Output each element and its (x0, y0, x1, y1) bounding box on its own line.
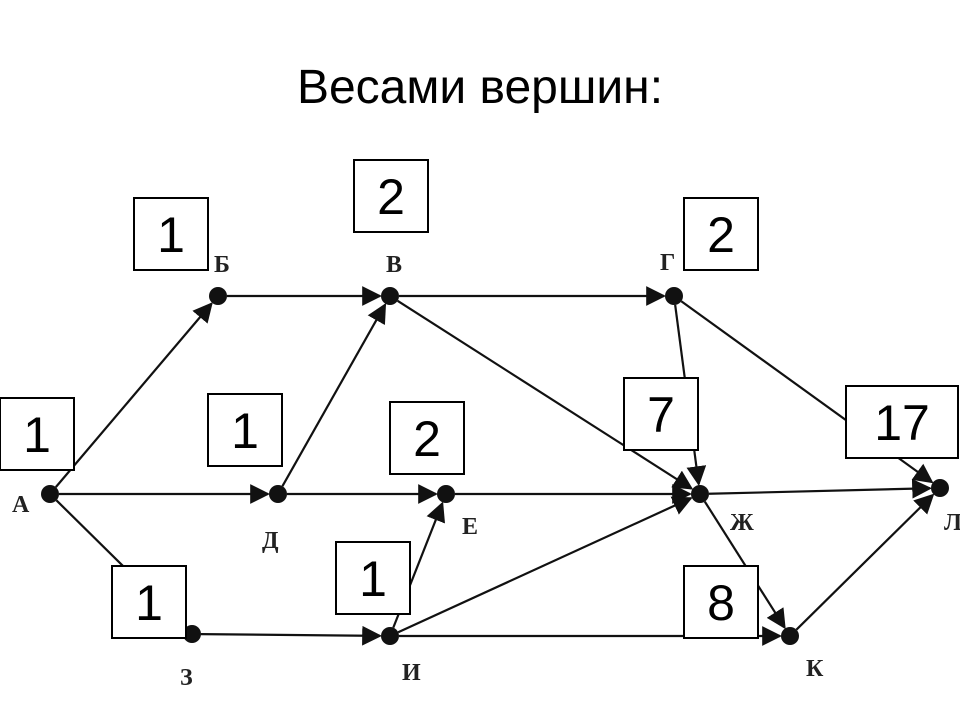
weight-value-K: 8 (707, 575, 735, 631)
node-label-Z: З (180, 665, 193, 691)
weight-value-L: 17 (874, 395, 930, 451)
edge-A-B (54, 302, 213, 488)
weight-value-B: 1 (157, 207, 185, 263)
weight-value-E: 2 (413, 411, 441, 467)
node-label-L: Л (944, 510, 960, 536)
edge-V-Zh (396, 299, 694, 490)
weight-box-A (0, 397, 75, 471)
weight-value-G: 2 (707, 207, 735, 263)
edge-Z-I (200, 625, 382, 646)
node-I (381, 627, 399, 645)
weight-value-A: 1 (23, 407, 51, 463)
slide-title: Весами вершин: (296, 61, 664, 114)
node-label-A: А (12, 492, 30, 518)
node-L (931, 479, 949, 497)
weight-value-Zh: 7 (647, 387, 675, 443)
node-label-V: В (386, 252, 402, 278)
node-D (269, 485, 287, 503)
weight-box-G (683, 197, 759, 271)
weight-value-Z: 1 (135, 575, 163, 631)
node-A (41, 485, 59, 503)
weight-value-D: 1 (231, 403, 259, 459)
node-label-E: Е (462, 514, 478, 540)
edge-Zh-K (703, 501, 786, 630)
node-K (781, 627, 799, 645)
weight-box-L (845, 385, 959, 459)
weight-box-Z (111, 565, 187, 639)
nodes-layer: А Б В Г Д Е Ж Л З И К (12, 250, 960, 691)
weight-box-Zh (623, 377, 699, 451)
edge-D-V (281, 302, 387, 487)
weight-box-K (683, 565, 759, 639)
weight-box-V (353, 159, 429, 233)
weight-value-I: 1 (359, 551, 387, 607)
node-label-D: Д (262, 528, 279, 554)
weight-value-V: 2 (377, 169, 405, 225)
node-V (381, 287, 399, 305)
edge-Zh-L (708, 478, 932, 499)
weight-box-B (133, 197, 209, 271)
node-E (437, 485, 455, 503)
node-label-K: К (806, 656, 824, 682)
node-label-G: Г (660, 250, 675, 276)
node-B (209, 287, 227, 305)
edge-I-Zh (397, 496, 693, 634)
node-Z (183, 625, 201, 643)
node-label-Zh: Ж (730, 510, 754, 536)
weight-box-D (207, 393, 283, 467)
node-Zh (691, 485, 709, 503)
weights-layer: 1 1 2 2 1 2 7 17 1 1 8 (0, 159, 959, 639)
weight-box-I (335, 541, 411, 615)
edges-layer (54, 286, 935, 646)
edge-K-L (795, 493, 935, 631)
weight-box-E (389, 401, 465, 475)
node-label-B: Б (214, 252, 230, 278)
node-label-I: И (402, 660, 421, 686)
node-G (665, 287, 683, 305)
